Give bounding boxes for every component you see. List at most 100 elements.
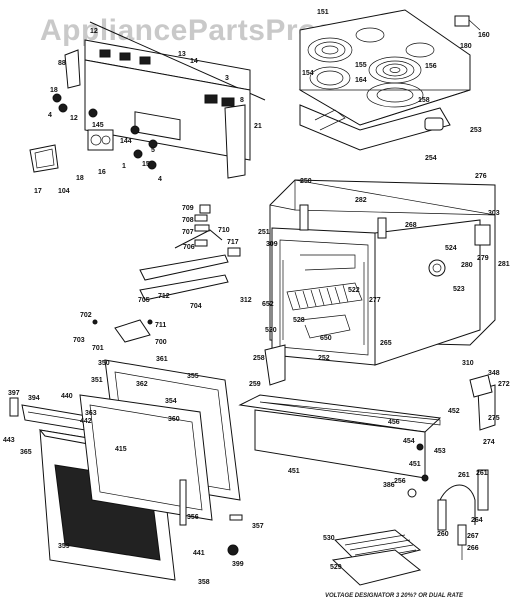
callout: 710 xyxy=(218,227,230,234)
door-lock-assembly xyxy=(92,204,241,343)
callout: 707 xyxy=(182,229,194,236)
callout: 706 xyxy=(183,244,195,251)
latch-bracket xyxy=(227,247,241,257)
callout: 266 xyxy=(467,545,479,552)
callout: 281 xyxy=(498,261,510,268)
oven-rack xyxy=(286,282,363,311)
callout: 14 xyxy=(190,58,198,65)
callout: 529 xyxy=(330,564,342,571)
callout: 709 xyxy=(182,205,194,212)
bake-element xyxy=(299,314,351,339)
callout: 277 xyxy=(369,297,381,304)
callout: 16 xyxy=(98,169,106,176)
knob-6 xyxy=(133,149,143,159)
receptacle xyxy=(474,224,491,246)
small-burner-front xyxy=(309,66,351,90)
callout: 155 xyxy=(355,62,367,69)
knob-7 xyxy=(147,160,157,170)
callout: 358 xyxy=(198,579,210,586)
range-body xyxy=(238,179,496,479)
end-cap-left xyxy=(64,49,81,89)
door-hinge-right xyxy=(179,479,187,526)
callout: 282 xyxy=(355,197,367,204)
callout: 258 xyxy=(253,355,265,362)
callout: 702 xyxy=(80,312,92,319)
knob-3 xyxy=(88,108,98,118)
callout: 711 xyxy=(155,322,166,329)
terminal-block-side xyxy=(428,259,446,277)
callout: 523 xyxy=(453,286,465,293)
callout: 259 xyxy=(249,381,261,388)
callout: 650 xyxy=(320,335,332,342)
cooktop-assembly xyxy=(298,9,481,151)
callout: 361 xyxy=(156,356,168,363)
callout: 354 xyxy=(165,398,177,405)
callout: 250 xyxy=(300,178,312,185)
callout: 144 xyxy=(120,138,132,145)
callout: 160 xyxy=(478,32,490,39)
callout: 386 xyxy=(383,482,395,489)
bracket-small xyxy=(469,374,493,398)
callout: 520 xyxy=(265,327,277,334)
callout: 397 xyxy=(8,390,20,397)
callout: 274 xyxy=(483,439,495,446)
callout: 253 xyxy=(470,127,482,134)
leveling-foot xyxy=(407,488,417,498)
callout: 357 xyxy=(252,523,264,530)
door-stop xyxy=(227,544,239,556)
callout: 708 xyxy=(182,217,194,224)
callout: 415 xyxy=(115,446,127,453)
callout: 275 xyxy=(488,415,500,422)
door-hinge-left xyxy=(9,397,19,417)
callout: 151 xyxy=(317,9,329,16)
terminal-block xyxy=(454,15,470,27)
callout: 272 xyxy=(498,381,510,388)
callout: 312 xyxy=(240,297,252,304)
clock-window xyxy=(134,111,181,141)
callout: 18 xyxy=(50,87,58,94)
callout: 180 xyxy=(460,43,472,50)
leveling-leg xyxy=(457,524,467,546)
thermostat-bracket xyxy=(377,217,387,239)
callout: 12 xyxy=(70,115,78,122)
callout: 252 xyxy=(318,355,330,362)
clock-timer xyxy=(87,129,114,151)
drawer-front-top xyxy=(238,394,442,433)
callout: 13 xyxy=(178,51,186,58)
oven-cavity xyxy=(271,227,376,366)
callout: 522 xyxy=(348,287,360,294)
callout: 712 xyxy=(158,293,170,300)
callout: 251 xyxy=(258,229,270,236)
callout: 652 xyxy=(262,301,274,308)
callout: 452 xyxy=(448,408,460,415)
callout: 440 xyxy=(61,393,73,400)
callout: 442 xyxy=(80,418,92,425)
callout: 15 xyxy=(142,161,150,168)
drip-pan-large xyxy=(366,82,424,108)
callout: 451 xyxy=(409,461,421,468)
callout: 528 xyxy=(293,317,305,324)
callout: 1 xyxy=(122,163,126,170)
control-panel-assembly xyxy=(29,21,266,179)
broiler-pan xyxy=(331,549,422,586)
end-cap-right xyxy=(224,104,246,179)
wire-harness xyxy=(439,484,476,525)
callout: 154 xyxy=(302,70,314,77)
callout: 456 xyxy=(388,419,400,426)
door-liner xyxy=(79,394,213,521)
burner-box xyxy=(299,104,451,151)
callout: 264 xyxy=(471,517,483,524)
callout: 443 xyxy=(3,437,15,444)
callout: 441 xyxy=(193,550,205,557)
knob-1 xyxy=(52,93,62,103)
callout: 261 xyxy=(458,472,470,479)
callout: 303 xyxy=(488,210,500,217)
lock-motor xyxy=(114,319,151,343)
callout: 254 xyxy=(425,155,437,162)
callout: 700 xyxy=(155,339,167,346)
callout: 261 xyxy=(476,470,488,477)
callout: 8 xyxy=(240,97,244,104)
lock-rod-2 xyxy=(139,274,229,301)
callout: 359 xyxy=(58,543,70,550)
callout: 351 xyxy=(91,377,103,384)
